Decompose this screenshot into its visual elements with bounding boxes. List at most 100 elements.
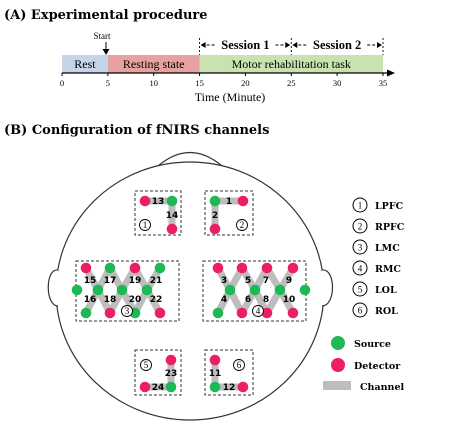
region-marker-1: [139, 219, 151, 231]
legend-num-5: 5: [358, 285, 363, 295]
legend-channel-bar: [323, 381, 351, 390]
optode-r4-s3: [212, 307, 224, 319]
panel-a-title: (A) Experimental procedure: [4, 8, 208, 23]
optode-r3-c2: [116, 284, 128, 296]
left-ear: [47, 269, 59, 307]
timeline: Rest Resting state Motor rehabilitation ta…: [60, 38, 395, 88]
start-label: Start: [94, 31, 111, 41]
optode-r4-s1: [236, 262, 248, 274]
legend-num-4-circle: [352, 260, 368, 276]
optode-r3-d4: [154, 307, 166, 319]
legend-label-rpfc: RPFC: [375, 222, 405, 233]
legend-label-lol: LOL: [375, 285, 397, 296]
channel-label-2: 2: [212, 211, 218, 221]
optode-r4-s2: [287, 262, 299, 274]
legend-num-6: 6: [358, 306, 363, 316]
region-marker-3: [121, 305, 133, 317]
timeline-segment-label-1: Rest: [74, 57, 96, 71]
right-ear: [321, 269, 333, 307]
session-arrow-right-1: [285, 42, 291, 48]
channel-label-4: 4: [221, 295, 227, 305]
session-label-2: Session 2: [313, 38, 361, 52]
region-marker-5-num: 5: [144, 360, 149, 370]
panel-b-title: (B) Configuration of fNIRS channels: [4, 123, 269, 138]
region-marker-3-num: 3: [125, 306, 130, 316]
tick-label-0: 0: [60, 78, 64, 88]
optode-r1-detector-b: [166, 223, 178, 235]
legend-num-2-circle: [352, 218, 368, 234]
optode-r2-detector-a: [237, 195, 249, 207]
region-marker-6: [233, 359, 245, 371]
channel-label-10: 10: [283, 295, 296, 305]
optode-r4-d4: [287, 307, 299, 319]
channel-label-11: 11: [209, 369, 222, 379]
channel-label-21: 21: [150, 276, 163, 286]
timeline-segment-3: [199, 55, 383, 73]
channel-label-16: 16: [84, 295, 97, 305]
optode-r3-s1: [104, 262, 116, 274]
legend-num-1: 1: [358, 201, 363, 211]
region-marker-2-num: 2: [240, 220, 245, 230]
region-box-1: [134, 190, 182, 236]
region-markers: 1 2 3 4 5 6: [121, 219, 264, 371]
legend-source-label: Source: [354, 339, 391, 350]
optode-r3-c1: [92, 284, 104, 296]
channel-label-20: 20: [129, 295, 142, 305]
optode-r4-d3: [236, 307, 248, 319]
optode-r1-detector-a: [139, 195, 151, 207]
region-box-2: [204, 190, 254, 236]
channel-label-14: 14: [166, 211, 179, 221]
time-axis-arrow: [387, 69, 395, 77]
legend-num-2: 2: [358, 222, 363, 232]
legend-detector-label: Detector: [354, 361, 401, 372]
channel-label-19: 19: [129, 276, 142, 286]
tick-label-7: 35: [379, 78, 388, 88]
region-marker-5: [140, 359, 152, 371]
channel-label-9: 9: [286, 276, 292, 286]
optode-r3-d1: [80, 262, 92, 274]
region-marker-4: [252, 305, 264, 317]
legend-label-rmc: RMC: [375, 264, 401, 275]
legend-num-6-circle: [352, 302, 368, 318]
tick-label-1: 5: [106, 78, 110, 88]
legend-num-4: 4: [358, 264, 363, 274]
legend-label-lmc: LMC: [375, 243, 400, 254]
optode-r3-d2: [129, 262, 141, 274]
legend-num-3-circle: [352, 239, 368, 255]
legend-label-lpfc: LPFC: [375, 201, 404, 212]
optode-r5-detector-b: [139, 381, 151, 393]
region-marker-2: [236, 219, 248, 231]
timeline-segment-1: [62, 55, 108, 73]
region-marker-6-num: 6: [237, 360, 242, 370]
timeline-segment-label-2: Resting state: [123, 57, 185, 71]
session-arrow-right-2: [377, 42, 382, 48]
timeline-segment-label-3: Motor rehabilitation task: [232, 57, 351, 71]
legend-channel-label: Channel: [360, 382, 404, 393]
optode-r5-source-a: [165, 381, 177, 393]
channel-label-6: 6: [245, 295, 251, 305]
region-legend: 1 LPFC 2 RPFC 3 LMC 4 RMC 5 LOL 6 ROL: [352, 197, 405, 318]
optode-r3-s2: [154, 262, 166, 274]
session-label-1: Session 1: [221, 38, 269, 52]
start-arrow-head: [102, 49, 110, 55]
legend-num-1-circle: [352, 197, 368, 213]
channel-label-13: 13: [152, 197, 165, 207]
channel-label-1: 1: [226, 197, 232, 207]
optode-r3-d3: [104, 307, 116, 319]
optode-r3-s3: [80, 307, 92, 319]
timeline-segment-2: [107, 55, 200, 73]
optode-r6-detector-a: [209, 354, 221, 366]
channel-label-7: 7: [263, 276, 269, 286]
tick-label-2: 10: [149, 78, 158, 88]
region-box-5: [134, 349, 182, 396]
region-marker-4-num: 4: [256, 306, 261, 316]
legend-detector-dot: [331, 358, 345, 372]
channel-label-24: 24: [152, 383, 165, 393]
optode-r6-source-a: [209, 381, 221, 393]
region-marker-1-num: 1: [143, 220, 148, 230]
legend-source-dot: [331, 336, 345, 350]
optode-r4-d2: [261, 262, 273, 274]
optode-r1-source-a: [166, 195, 178, 207]
optode-r3-c3: [141, 284, 153, 296]
